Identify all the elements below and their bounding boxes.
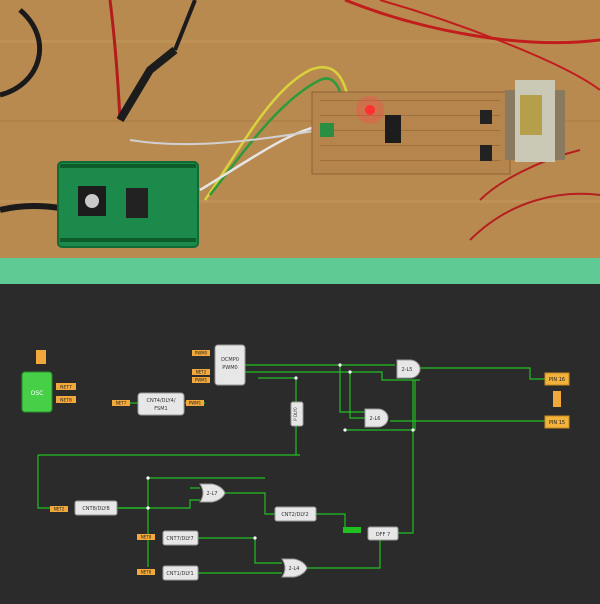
osc-label: OSC [31, 390, 44, 397]
svg-text:NET8: NET8 [60, 398, 72, 404]
cnt2-block[interactable]: CNT2/DLY2 [274, 506, 317, 522]
svg-text:DCMP0: DCMP0 [221, 357, 239, 363]
pin-between-tag [553, 391, 561, 407]
and-gate-l6[interactable]: 2-L6 [364, 408, 389, 428]
schematic-diagram: OSC NET7 NET8 DCMP0 PWM0 PWM0 NET2 [21, 344, 570, 581]
cnt4-in-tag: NET7 [112, 400, 130, 406]
svg-text:CNT1/DLY1: CNT1/DLY1 [166, 571, 193, 577]
svg-text:NET8: NET8 [141, 570, 152, 575]
cnt8-in-tag: NET2 [50, 506, 68, 512]
pin15-block[interactable]: PIN 15 [544, 415, 570, 429]
pin16-block[interactable]: PIN 16 [544, 372, 570, 386]
cnt8-block[interactable]: CNT8/DLY8 [74, 500, 118, 516]
divider-band [0, 258, 600, 284]
svg-text:NET2: NET2 [196, 370, 207, 375]
svg-text:PIN 16: PIN 16 [549, 377, 565, 383]
dff-in-tag [343, 527, 361, 533]
or-gate-l4[interactable]: 2-L4 [281, 558, 308, 578]
svg-text:FSM1: FSM1 [154, 406, 167, 412]
svg-text:CNT4/DLY4/: CNT4/DLY4/ [146, 398, 175, 404]
wire-network [37, 364, 545, 574]
dcmp0-block[interactable]: DCMP0 PWM0 [214, 344, 246, 386]
dcmp-in-tag-3: PWM1 [192, 377, 210, 383]
svg-text:CNT2/DLY2: CNT2/DLY2 [281, 512, 308, 518]
cnt7-in-tag: NET8 [137, 534, 155, 540]
svg-text:PWM1: PWM1 [195, 378, 208, 383]
pdly-block[interactable]: P DLY0 [290, 401, 304, 427]
svg-text:2-L6: 2-L6 [370, 416, 381, 422]
svg-text:PWM0: PWM0 [195, 351, 208, 356]
dcmp-in-tag-1: PWM0 [192, 350, 210, 356]
cnt4-out-tag: PWM1 [186, 400, 204, 406]
cnt4-block[interactable]: CNT4/DLY4/ FSM1 [137, 392, 185, 416]
osc-net8-tag: NET8 [56, 396, 76, 404]
svg-text:NET7: NET7 [116, 401, 127, 406]
junction-dots [146, 363, 415, 540]
and-gate-l5[interactable]: 2-L5 [396, 359, 421, 379]
svg-text:CNT8/DLY8: CNT8/DLY8 [82, 506, 109, 512]
osc-net7-tag: NET7 [56, 383, 76, 391]
svg-text:P DLY0: P DLY0 [293, 407, 298, 421]
svg-text:2-L5: 2-L5 [402, 367, 413, 373]
svg-text:DFF 7: DFF 7 [376, 532, 390, 538]
or-gate-l7[interactable]: 2-L7 [199, 483, 226, 503]
hardware-photo [0, 0, 600, 258]
svg-text:2-L4: 2-L4 [289, 566, 300, 572]
dcmp-in-tag-2: NET2 [192, 369, 210, 375]
dff7-block[interactable]: DFF 7 [367, 526, 399, 541]
cnt7-block[interactable]: CNT7/DLY7 [162, 530, 199, 546]
schematic-canvas: OSC NET7 NET8 DCMP0 PWM0 PWM0 NET2 [0, 284, 600, 600]
cnt1-block[interactable]: CNT1/DLY1 [162, 565, 199, 581]
breadboard-photo-illustration [0, 0, 600, 258]
svg-text:2-L7: 2-L7 [207, 491, 218, 497]
cnt1-in-tag: NET8 [137, 569, 155, 575]
svg-text:PWM0: PWM0 [222, 365, 237, 371]
svg-text:NET7: NET7 [60, 385, 72, 391]
osc-block[interactable]: OSC [21, 371, 53, 413]
svg-text:NET8: NET8 [141, 535, 152, 540]
osc-net-tag-top [36, 350, 46, 364]
svg-text:NET2: NET2 [54, 507, 65, 512]
svg-text:PWM1: PWM1 [189, 401, 202, 406]
svg-text:CNT7/DLY7: CNT7/DLY7 [166, 536, 193, 542]
svg-text:PIN 15: PIN 15 [549, 420, 565, 426]
